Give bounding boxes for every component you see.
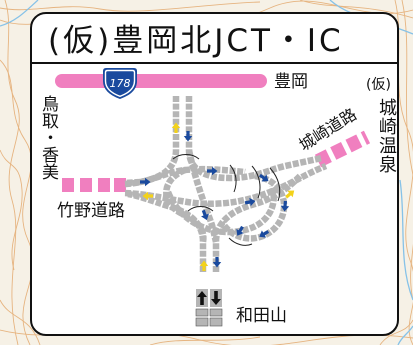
overpass-mark	[251, 165, 261, 199]
planned-link-segment	[80, 178, 92, 192]
overpass-mark	[228, 237, 253, 246]
up-down-arrow-icon	[195, 289, 223, 327]
ramp-south-left	[127, 190, 207, 272]
planned-link-segment	[114, 178, 126, 192]
direction-arrow-icon	[199, 260, 209, 271]
route-shield-border	[104, 69, 136, 98]
planned-link-segment	[62, 178, 74, 192]
direction-arrow-icon	[212, 257, 222, 268]
north-east-destination-label: 城崎温泉	[376, 98, 397, 174]
east-road-planned-link	[314, 130, 371, 168]
overpass-mark	[187, 206, 214, 212]
overpass-mark	[172, 154, 200, 160]
river-line	[0, 0, 39, 27]
page-title: (仮)豊岡北JCT・IC	[48, 23, 344, 59]
national-route-shield-icon: 178	[103, 68, 137, 99]
west-destination-label: 鳥取・香美	[38, 95, 58, 180]
ramp-loop-east	[219, 172, 288, 242]
direction-arrow-icon	[236, 225, 244, 236]
up-arrow-icon	[197, 291, 207, 305]
contour-line	[0, 59, 34, 345]
contour-line	[379, 319, 413, 345]
direction-arrow-icon	[142, 191, 153, 201]
terminal-block	[195, 317, 209, 327]
contour-line	[4, 0, 20, 345]
terminal-block	[209, 317, 223, 327]
direction-arrow-icon	[244, 197, 256, 207]
direction-arrow-icon	[140, 177, 151, 187]
west-road-name-label: 竹野道路	[57, 201, 125, 221]
overpass-mark	[269, 167, 281, 202]
title-divider	[31, 62, 398, 64]
river-line	[399, 179, 413, 301]
contour-line	[299, 0, 413, 19]
direction-arrow-icon	[171, 122, 181, 133]
contour-line	[0, 299, 41, 345]
down-arrow-icon	[211, 291, 221, 305]
contour-line	[149, 336, 261, 345]
contour-line	[0, 1, 261, 12]
west-road-planned-link	[62, 178, 126, 192]
direction-arrow-icon	[201, 209, 209, 221]
ramp-north-to-south	[185, 149, 220, 243]
terminal-block	[195, 308, 209, 317]
river-line	[397, 325, 413, 345]
direction-arrow-icon	[183, 131, 193, 142]
direction-arrow-icon	[280, 200, 290, 212]
tentative-prefix-label: (仮)	[366, 77, 391, 93]
ramp-north-left	[124, 96, 180, 187]
terminal-block	[209, 308, 223, 317]
direction-arrow-icon	[258, 173, 269, 182]
direction-arrow-icon	[207, 166, 218, 176]
direction-arrow-icon	[259, 230, 270, 238]
contour-line	[401, 0, 413, 301]
contour-line	[0, 149, 23, 271]
direction-arrow-icon	[285, 190, 295, 199]
south-destination-label: 和田山	[236, 306, 287, 326]
planned-link-segment	[98, 178, 110, 192]
route-destination-label: 豊岡	[274, 72, 308, 92]
ramp-loop-west	[163, 166, 207, 243]
route-number: 178	[110, 77, 131, 90]
route-178-bar	[55, 74, 267, 88]
overpass-mark	[229, 164, 237, 193]
